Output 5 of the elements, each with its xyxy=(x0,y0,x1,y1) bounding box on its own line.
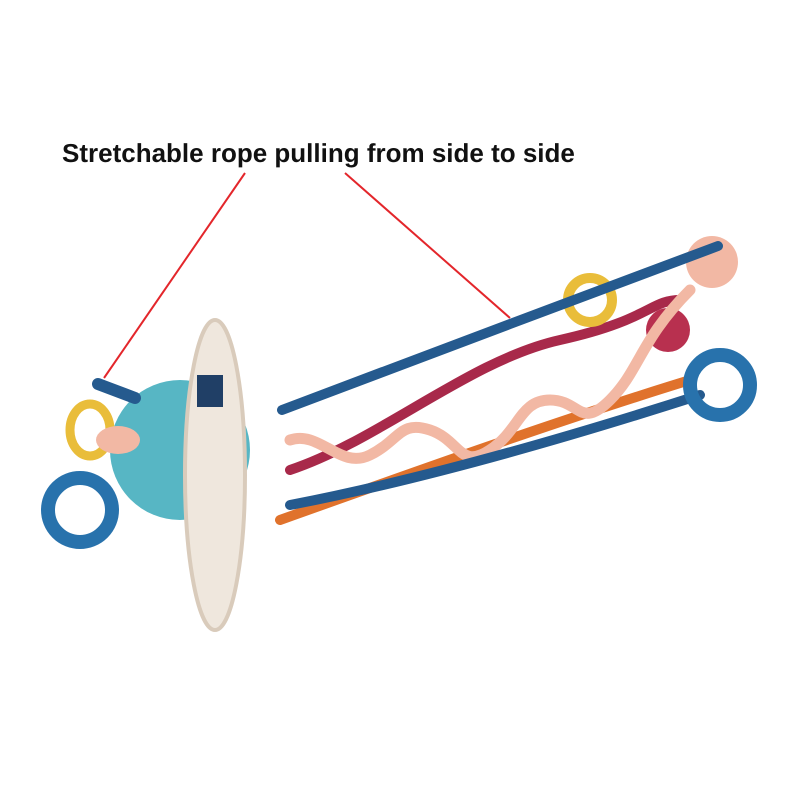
leader-line xyxy=(344,172,511,319)
callout-text: Stretchable rope pulling from side to side xyxy=(62,138,575,169)
rope xyxy=(277,241,723,415)
leader-line xyxy=(103,172,246,379)
rope-end xyxy=(92,378,141,404)
